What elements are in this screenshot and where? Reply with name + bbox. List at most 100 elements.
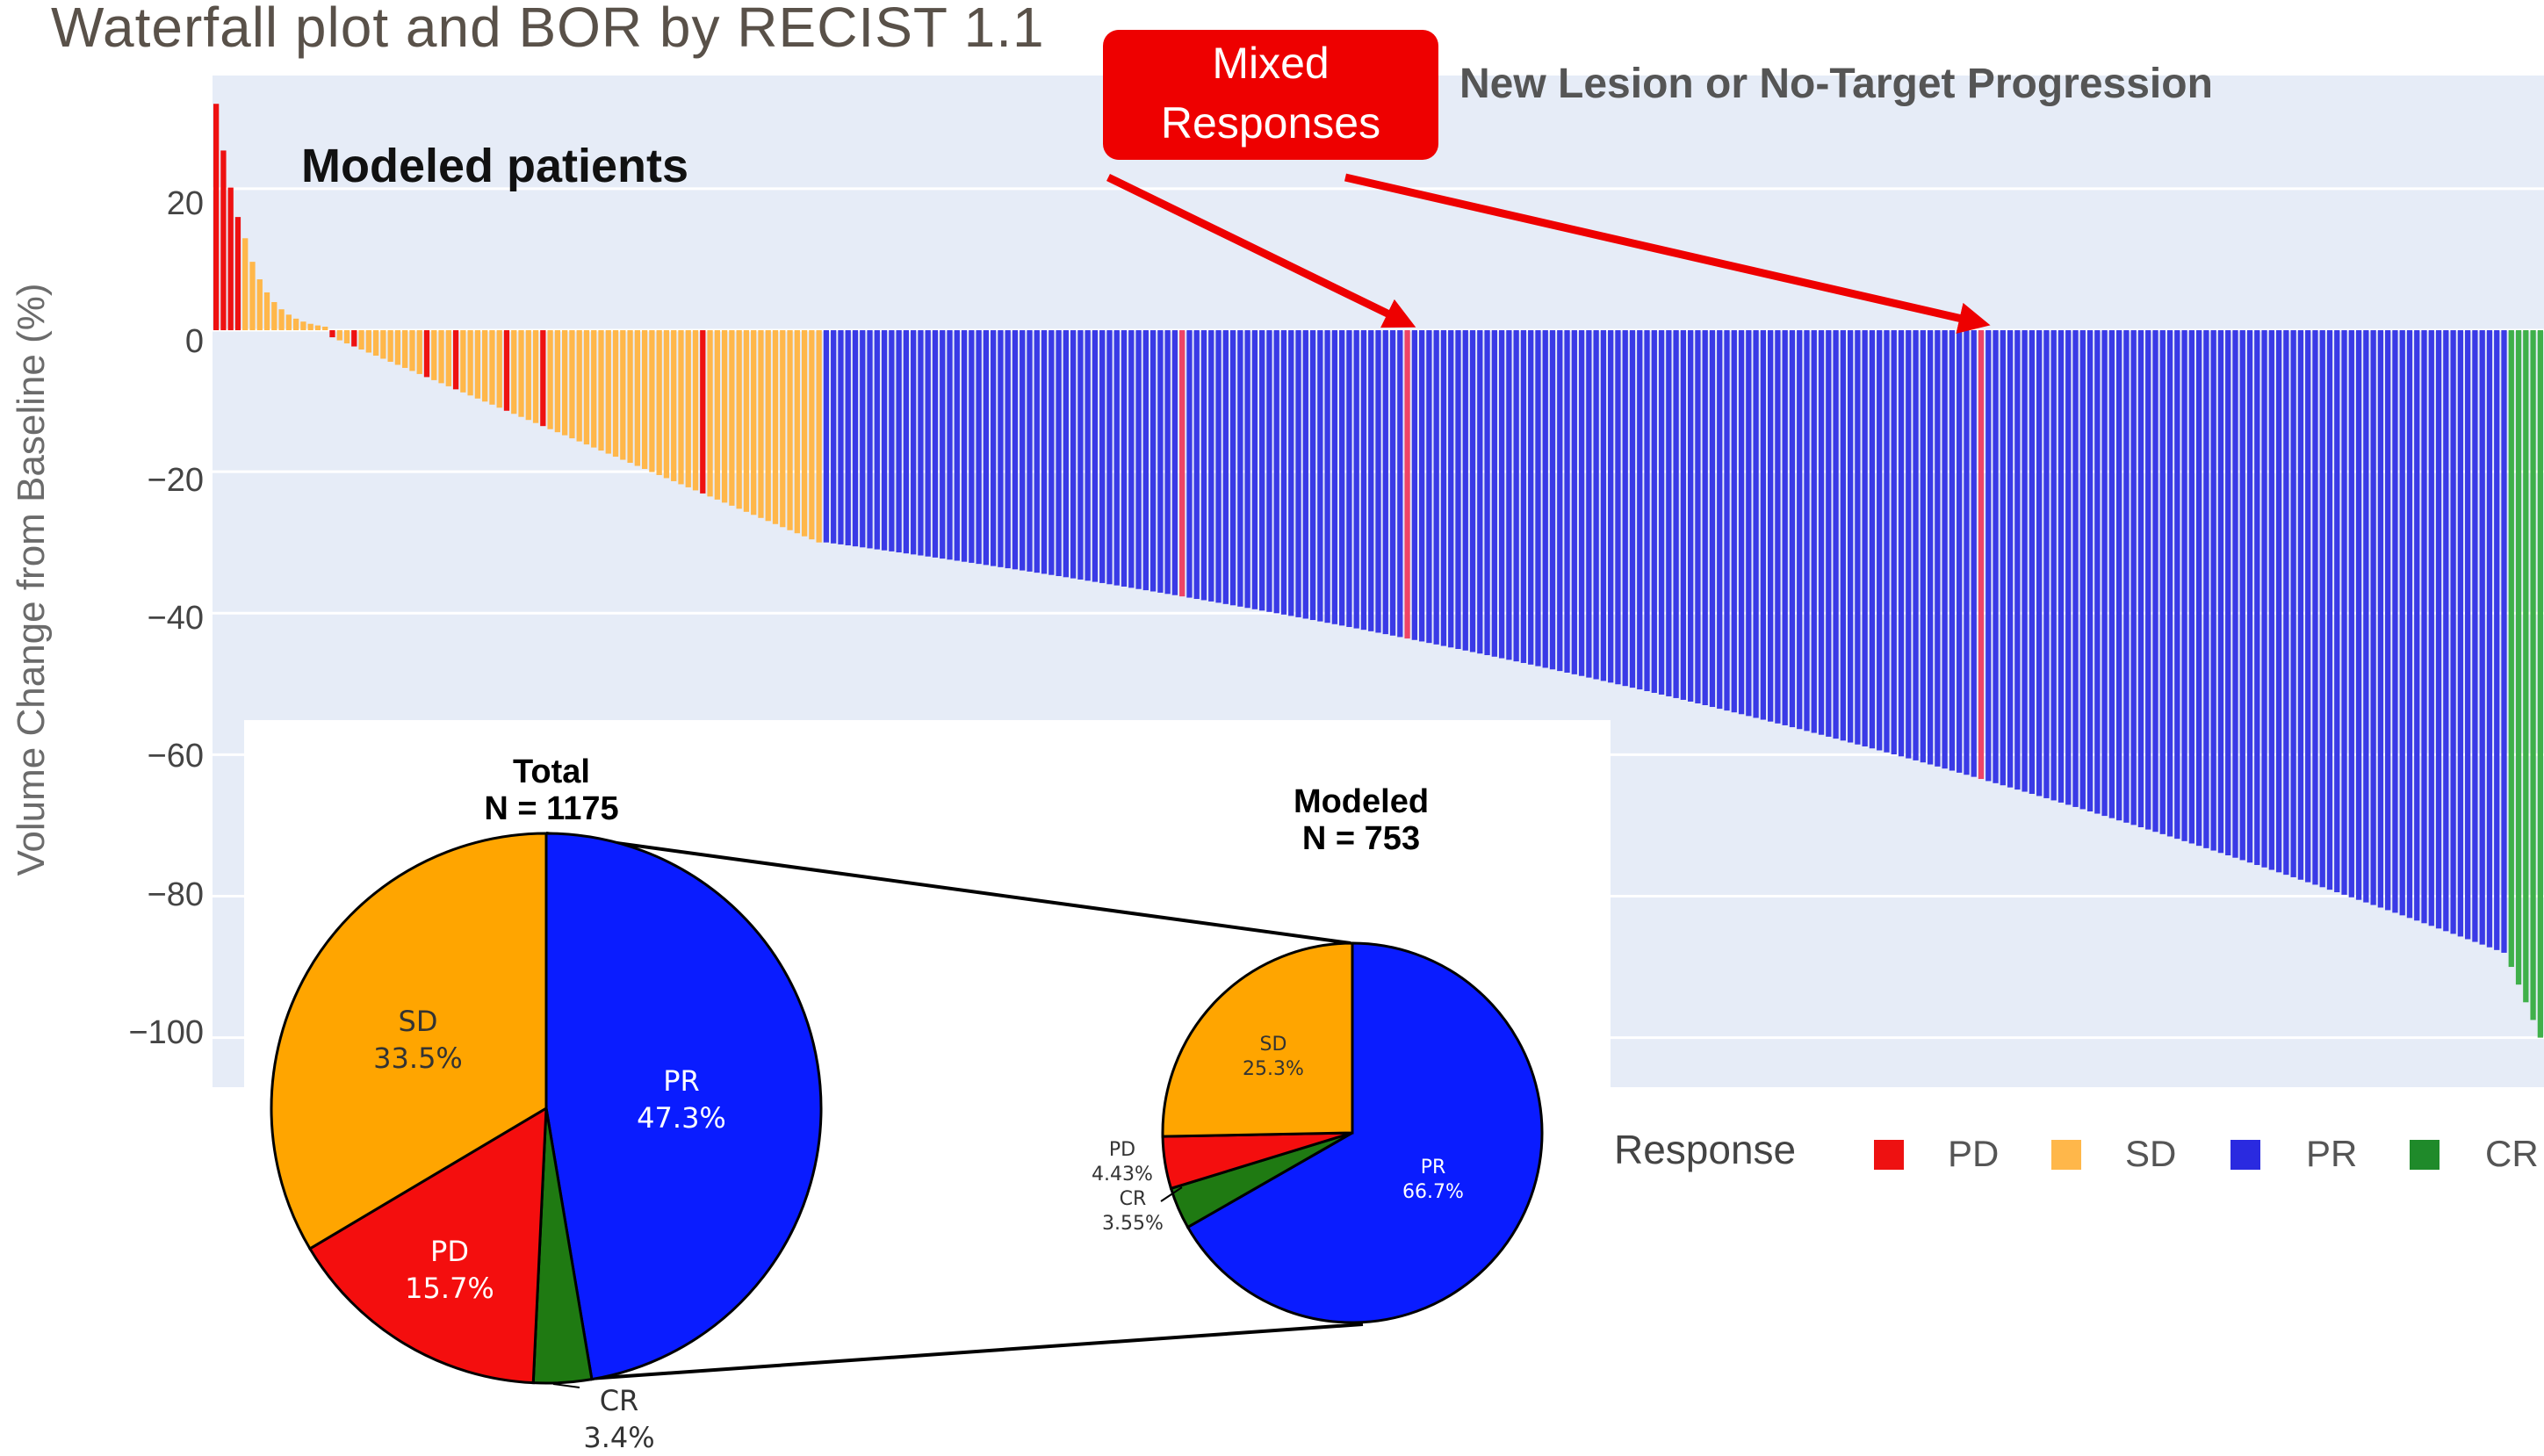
waterfall-bar: [1637, 330, 1643, 690]
waterfall-bar: [838, 330, 844, 544]
waterfall-bar: [2312, 330, 2318, 885]
waterfall-bar: [1578, 330, 1585, 676]
waterfall-bar: [2479, 330, 2485, 945]
waterfall-bar: [1375, 330, 1381, 633]
connector-line: [545, 832, 1351, 945]
waterfall-bar: [518, 330, 524, 417]
waterfall-bar: [1462, 330, 1468, 651]
legend-title: Response: [1614, 1127, 1797, 1172]
waterfall-bar: [1898, 330, 1905, 757]
waterfall-bar: [2188, 330, 2194, 844]
waterfall-bar: [1418, 330, 1425, 642]
waterfall-bar: [2290, 330, 2296, 877]
legend-label-pd: PD: [1948, 1133, 2000, 1174]
waterfall-bar: [671, 330, 677, 481]
waterfall-bar: [220, 150, 227, 331]
waterfall-bar: [2523, 330, 2529, 1003]
waterfall-bar: [438, 330, 444, 384]
total-pr-label: PR 47.3%: [629, 1063, 734, 1136]
waterfall-bar: [1978, 330, 1985, 780]
waterfall-bar: [1542, 330, 1548, 668]
y-tick-label: −80: [147, 876, 204, 913]
waterfall-bar: [1077, 330, 1084, 580]
modeled-pr-label: PR 66.7%: [1389, 1156, 1477, 1205]
waterfall-bar: [1491, 330, 1497, 657]
pie-total: [270, 832, 823, 1385]
waterfall-bar: [2501, 330, 2507, 953]
waterfall-bar: [1056, 330, 1062, 577]
waterfall-bar: [1164, 330, 1171, 595]
waterfall-bar: [2014, 330, 2021, 790]
waterfall-bar: [685, 330, 691, 487]
waterfall-bar: [1455, 330, 1461, 650]
modeled-pie-title-line2: N = 753: [1301, 820, 1421, 857]
waterfall-bar: [1157, 330, 1164, 593]
waterfall-bar: [416, 330, 422, 374]
waterfall-bar: [1942, 330, 1948, 769]
waterfall-bar: [1833, 330, 1839, 739]
waterfall-bar: [1746, 330, 1752, 717]
waterfall-bar: [1229, 330, 1236, 606]
waterfall-bar: [678, 330, 684, 485]
waterfall-bar: [2355, 330, 2362, 900]
waterfall-bar: [2094, 330, 2101, 814]
waterfall-bar: [1113, 330, 1120, 586]
waterfall-bar: [2050, 330, 2057, 801]
waterfall-bar: [1171, 330, 1178, 595]
callout-line-1: Mixed: [1212, 39, 1330, 88]
waterfall-bar: [511, 330, 517, 414]
waterfall-bar: [256, 279, 263, 331]
waterfall-bar: [2465, 330, 2471, 940]
waterfall-bar: [2261, 330, 2267, 868]
waterfall-bar: [2007, 330, 2014, 788]
waterfall-bar: [627, 330, 633, 464]
waterfall-bar: [1600, 330, 1607, 681]
mixed-responses-callout: Mixed Responses: [1103, 30, 1438, 160]
waterfall-bar: [372, 330, 379, 356]
waterfall-bar: [576, 330, 582, 442]
waterfall-bar: [1477, 330, 1483, 654]
legend-label-pr: PR: [2306, 1133, 2358, 1174]
waterfall-bar: [1862, 330, 1868, 746]
waterfall-bar: [794, 330, 800, 534]
waterfall-bar: [394, 330, 401, 365]
waterfall-bar: [2275, 330, 2282, 873]
waterfall-bar: [1891, 330, 1897, 755]
total-pie-title: Total N = 1175: [464, 753, 639, 827]
waterfall-bar: [1295, 330, 1301, 617]
modeled-pd-name: PD: [1108, 1139, 1136, 1161]
waterfall-bar: [656, 330, 662, 475]
waterfall-bar: [1738, 330, 1745, 715]
waterfall-bar: [765, 330, 771, 522]
modeled-pie-title: Modeled N = 753: [1265, 783, 1458, 857]
waterfall-bar: [1433, 330, 1439, 645]
waterfall-bar: [2421, 330, 2427, 924]
waterfall-bar: [881, 330, 888, 551]
waterfall-bar: [918, 330, 924, 556]
waterfall-bar: [2217, 330, 2224, 854]
waterfall-bar: [990, 330, 997, 566]
waterfall-bar: [271, 301, 277, 331]
waterfall-bar: [1121, 330, 1128, 587]
waterfall-bar: [263, 292, 270, 331]
waterfall-bar: [2457, 330, 2464, 937]
modeled-sd-name: SD: [1259, 1034, 1287, 1056]
waterfall-bar: [554, 330, 561, 433]
waterfall-bar: [1448, 330, 1454, 648]
waterfall-bar: [1731, 330, 1737, 713]
total-sd-label: SD 33.5%: [365, 1003, 471, 1077]
waterfall-bar: [1695, 330, 1701, 703]
waterfall-bar: [365, 330, 371, 353]
modeled-pd-label: PD 4.43%: [1078, 1138, 1166, 1187]
waterfall-bar: [1142, 330, 1149, 591]
waterfall-bar: [2022, 330, 2028, 792]
waterfall-bar: [2428, 330, 2434, 926]
waterfall-bar: [2377, 330, 2384, 908]
waterfall-bar: [2239, 330, 2245, 861]
legend-swatch-cr: [2410, 1140, 2440, 1170]
modeled-pr-name: PR: [1420, 1157, 1446, 1178]
waterfall-bar: [1847, 330, 1854, 743]
waterfall-bar: [605, 330, 611, 454]
modeled-cr-value: 3.55%: [1102, 1213, 1164, 1235]
